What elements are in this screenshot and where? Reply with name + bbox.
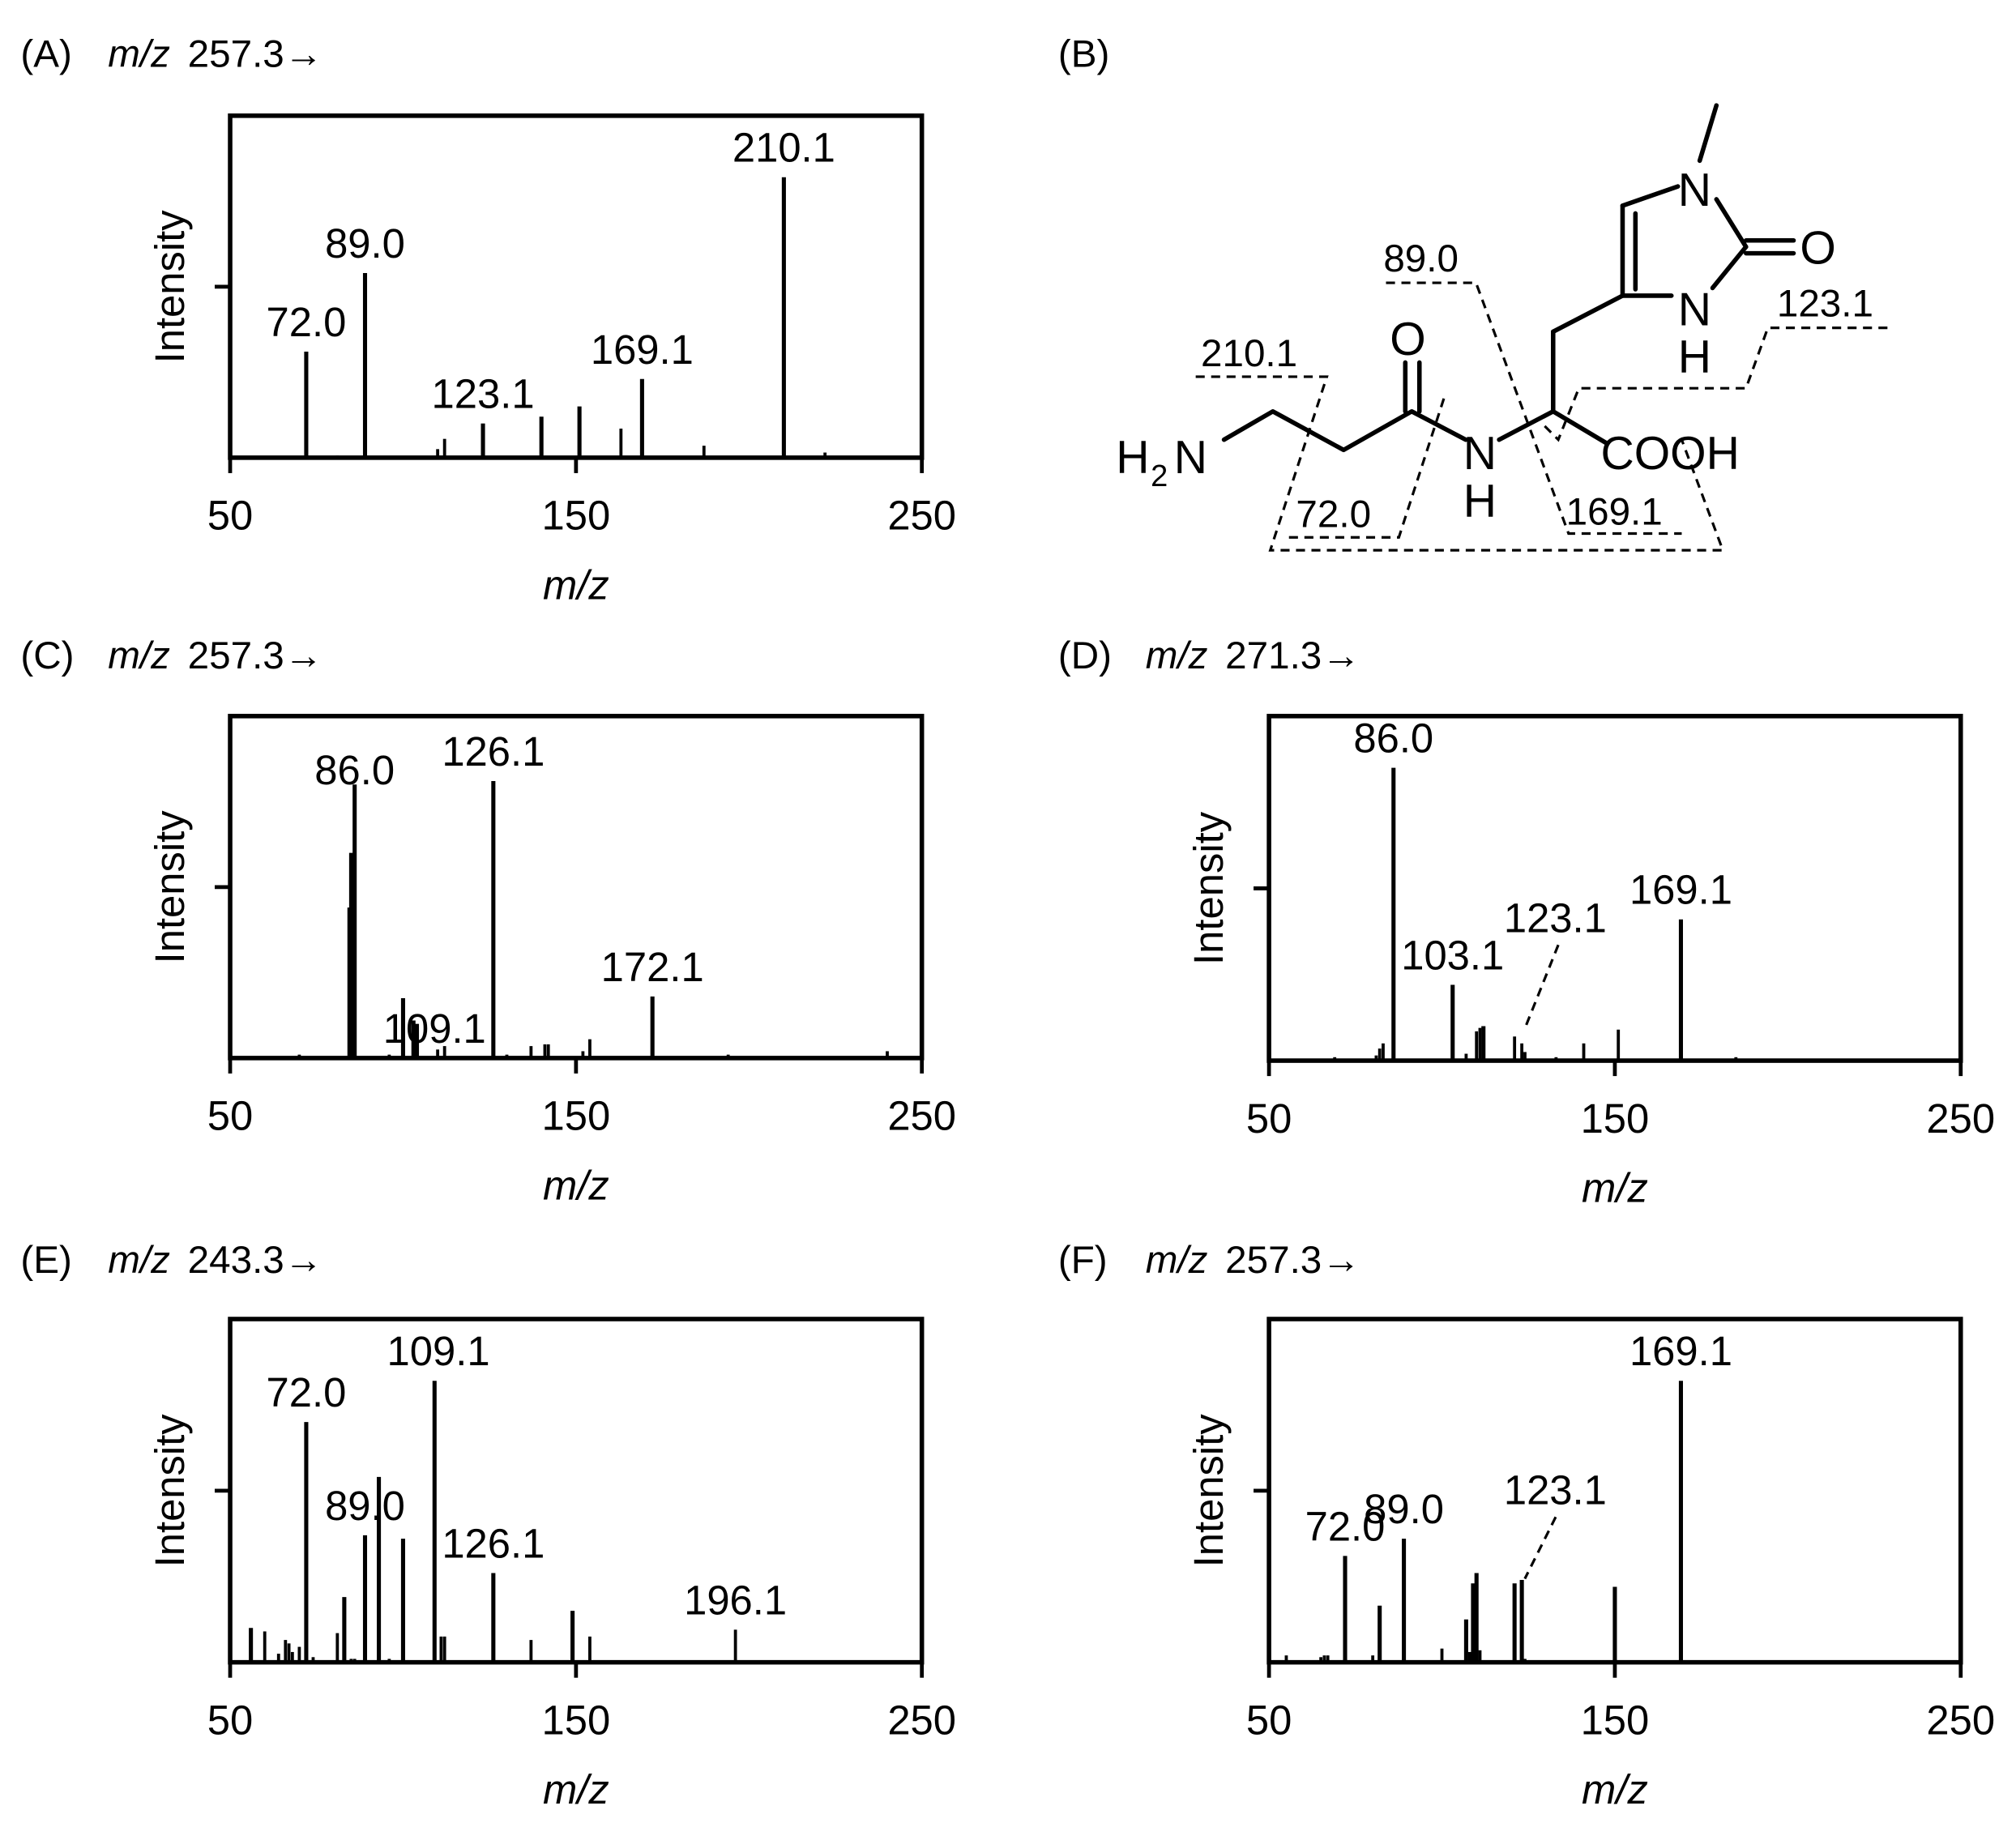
- peak-label-a-72_0: 72.0: [267, 299, 347, 345]
- x-tick-label-c-250: 250: [887, 1093, 956, 1139]
- ring-n-top-atom: N: [1678, 164, 1711, 216]
- amide-n-atom: N: [1463, 428, 1497, 480]
- x-tick-label-f-150: 150: [1581, 1697, 1650, 1744]
- peak-label-d-103_1: 103.1: [1401, 932, 1504, 978]
- panel-a-letter: (A): [20, 33, 71, 76]
- x-tick-label-e-250: 250: [887, 1697, 956, 1744]
- panel-b-header: (B): [1058, 33, 1109, 76]
- peak-label-e-72_0: 72.0: [267, 1369, 347, 1415]
- x-tick-label-c-150: 150: [542, 1093, 611, 1139]
- peak-label-c-109_1: 109.1: [383, 1005, 486, 1052]
- x-tick-label-c-50: 50: [207, 1093, 253, 1139]
- ring-nh-h-atom: H: [1678, 331, 1711, 383]
- peak-label-d-169_1: 169.1: [1629, 867, 1732, 913]
- peak-label-f-72_0: 72.0: [1305, 1503, 1386, 1549]
- panel-f-letter: (F): [1058, 1239, 1108, 1282]
- x-tick-label-f-50: 50: [1246, 1697, 1292, 1744]
- panel-d-precursor: 271.3→: [1225, 634, 1360, 677]
- panel-f-precursor: 257.3→: [1225, 1239, 1360, 1282]
- amide-h-atom: H: [1463, 476, 1497, 527]
- cooh-group: COOH: [1600, 428, 1739, 480]
- peak-label-c-126_1: 126.1: [442, 728, 545, 775]
- x-tick-label-d-150: 150: [1581, 1095, 1650, 1142]
- panel-e-precursor: 243.3→: [188, 1239, 323, 1282]
- y-axis-title-d: Intensity: [1185, 811, 1232, 965]
- spectrum-chart-e: 50 150 250 72.0 89.0 109.1 126.1 196.1 m/z Intens…: [147, 1317, 956, 1812]
- panel-a-header: (A) m/z 257.3→: [20, 33, 322, 76]
- panel-c-mz: m/z: [108, 634, 170, 677]
- panel-f-header: (F) m/z 257.3→: [1058, 1239, 1360, 1282]
- x-tick-label-e-150: 150: [542, 1697, 611, 1744]
- amine-subscript: 2: [1151, 459, 1168, 493]
- x-axis-title-a: m/z: [543, 561, 609, 608]
- fragment-label-169: 169.1: [1566, 490, 1663, 533]
- peak-label-e-109_1: 109.1: [387, 1328, 490, 1374]
- plot-frame-d: [1266, 714, 1963, 1063]
- peak-label-c-172_1: 172.1: [601, 944, 704, 990]
- fragment-cleavage-lines: [1195, 281, 1888, 552]
- fragmentation-structure: H 2 N O N H COOH N N H O 210.1 89.0 123.…: [1116, 103, 1888, 552]
- peak-label-a-89_0: 89.0: [325, 220, 405, 267]
- fragment-label-123: 123.1: [1777, 282, 1873, 325]
- x-tick-label-e-50: 50: [207, 1697, 253, 1744]
- peak-label-c-86_0: 86.0: [314, 747, 395, 793]
- panel-c-header: (C) m/z 257.3→: [20, 634, 322, 677]
- leader-line-d-123_1: [1523, 944, 1560, 1029]
- fragment-labels: 210.1 89.0 123.1 72.0 169.1: [1201, 237, 1873, 536]
- x-tick-label-d-50: 50: [1246, 1095, 1292, 1142]
- panel-e-mz: m/z: [108, 1239, 170, 1282]
- x-tick-label-d-250: 250: [1926, 1095, 1995, 1142]
- fragment-label-210: 210.1: [1201, 332, 1297, 375]
- x-axis-title-f: m/z: [1582, 1766, 1648, 1812]
- peak-label-a-210_1: 210.1: [733, 125, 835, 171]
- ring-carbonyl-o-atom: O: [1800, 222, 1835, 274]
- panel-d-letter: (D): [1058, 634, 1112, 677]
- y-axis-title-e: Intensity: [147, 1414, 193, 1568]
- y-axis-title-f: Intensity: [1185, 1414, 1232, 1568]
- y-axis-title-c: Intensity: [147, 810, 193, 964]
- peak-label-f-89_0: 89.0: [1364, 1486, 1444, 1532]
- x-axis-title-d: m/z: [1582, 1165, 1648, 1211]
- peak-label-f-123_1: 123.1: [1504, 1467, 1607, 1513]
- peak-label-d-123_1: 123.1: [1504, 894, 1607, 941]
- panel-f-mz: m/z: [1146, 1239, 1208, 1282]
- peak-label-a-169_1: 169.1: [591, 327, 694, 373]
- x-axis-title-e: m/z: [543, 1766, 609, 1812]
- x-tick-label-f-250: 250: [1926, 1697, 1995, 1744]
- panel-b-letter: (B): [1058, 33, 1109, 76]
- panel-d-header: (D) m/z 271.3→: [1058, 634, 1360, 677]
- structure-bonds: [1221, 103, 1796, 453]
- peak-label-e-126_1: 126.1: [442, 1520, 545, 1566]
- structure-atoms: H 2 N O N H COOH N N H O: [1116, 164, 1836, 527]
- spectrum-chart-c: 50 150 250 86.0 109.1 126.1 172.1 m/z Intensity: [147, 714, 956, 1208]
- panel-c-precursor: 257.3→: [188, 634, 323, 677]
- amine-n-atom: N: [1174, 432, 1207, 484]
- panel-d-mz: m/z: [1146, 634, 1208, 677]
- fragment-label-89: 89.0: [1383, 237, 1459, 280]
- x-axis-title-c: m/z: [543, 1162, 609, 1208]
- x-tick-label-a-150: 150: [542, 493, 611, 539]
- amine-h-atom: H: [1116, 432, 1149, 484]
- fragment-label-72: 72.0: [1296, 493, 1371, 536]
- y-axis-title-a: Intensity: [147, 210, 193, 364]
- peak-label-d-86_0: 86.0: [1353, 715, 1433, 762]
- peak-label-a-123_1: 123.1: [432, 371, 535, 417]
- peak-label-e-89_0: 89.0: [325, 1483, 405, 1529]
- x-tick-label-a-250: 250: [887, 493, 956, 539]
- carbonyl-o-atom: O: [1390, 314, 1425, 365]
- panel-a-mz: m/z: [108, 33, 170, 76]
- panel-e-header: (E) m/z 243.3→: [20, 1239, 322, 1282]
- x-tick-label-a-50: 50: [207, 493, 253, 539]
- ring-nh-n-atom: N: [1678, 284, 1711, 335]
- peak-label-e-196_1: 196.1: [684, 1577, 787, 1623]
- peak-label-f-169_1: 169.1: [1629, 1328, 1732, 1374]
- panel-c-letter: (C): [20, 634, 74, 677]
- panel-a-precursor: 257.3→: [188, 33, 323, 76]
- panel-e-letter: (E): [20, 1239, 71, 1282]
- spectrum-chart-f: 50 150 250 72.089.0 123.1 169.1 m/z Intensity: [1185, 1317, 1995, 1812]
- spectrum-chart-a: 50 150 250 72.0 89.0 123.1 169.1 210.1 m/z Intens…: [147, 113, 956, 608]
- leader-line-f-123_1: [1523, 1516, 1557, 1580]
